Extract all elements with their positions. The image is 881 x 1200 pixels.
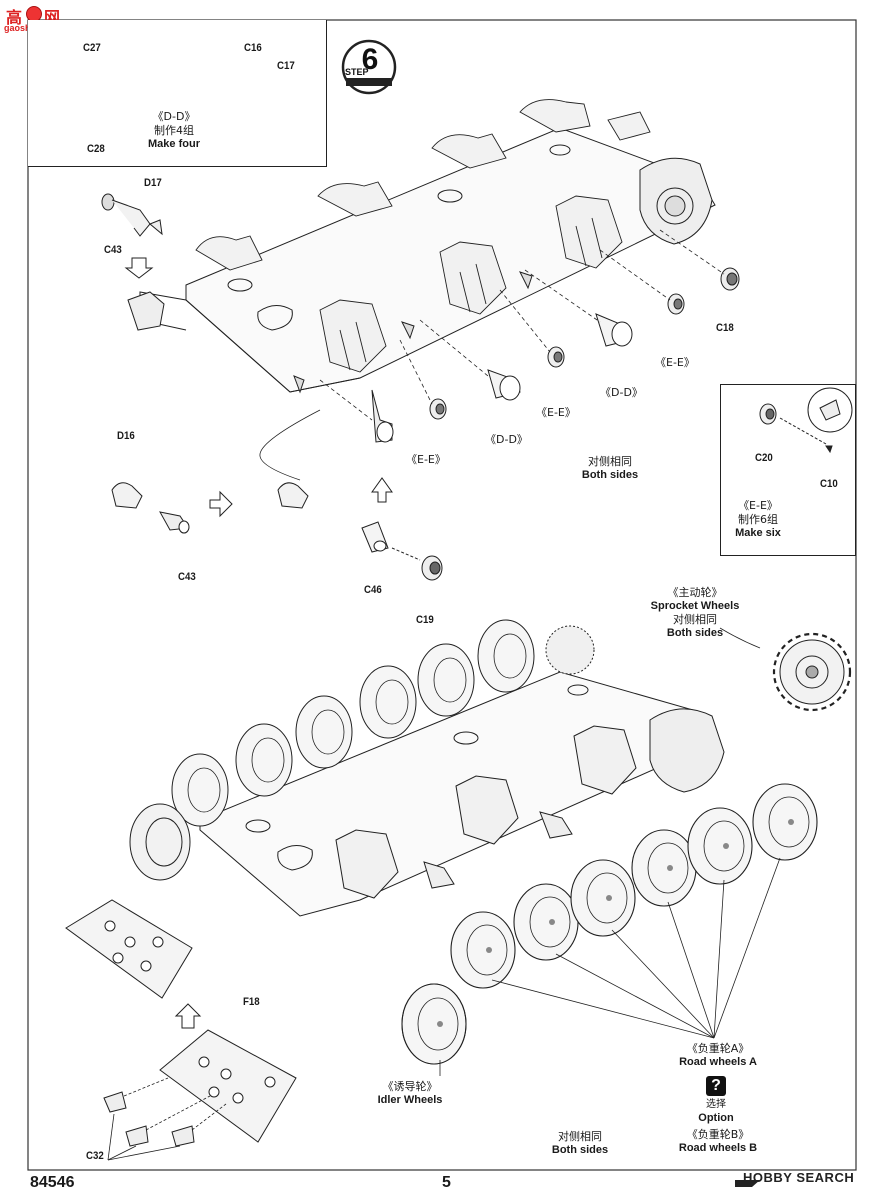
inset-ee-caption: 《E-E》 制作6组 Make six (720, 499, 796, 540)
sprocket-section: 《主动轮》 (667, 586, 723, 599)
sprocket-cn: 对侧相同 (673, 613, 717, 626)
inset-ee-cn: 制作6组 (738, 513, 778, 526)
part-c10: C10 (820, 478, 838, 490)
inset-dd-section: 《D-D》 (152, 110, 196, 123)
both-sides-lower-en: Both sides (551, 1144, 609, 1156)
step-number: 6 (361, 43, 379, 76)
part-c18: C18 (716, 322, 734, 334)
page-number: 5 (442, 1174, 451, 1191)
step-badge (341, 39, 397, 95)
road-a-section: 《负重轮A》 (686, 1042, 750, 1055)
road-wheels-a-caption: 《负重轮A》 Road wheels A (668, 1042, 768, 1069)
watermark-cn: 高 (6, 8, 23, 27)
upper-hull-drawing (101, 99, 740, 581)
part-c17: C17 (277, 60, 295, 72)
inset-dd-en: Make four (148, 138, 200, 150)
option-cn: 选择 (706, 1099, 726, 1110)
both-sides-upper-en: Both sides (581, 469, 639, 481)
ref-ee-2: 《E-E》 (536, 406, 576, 419)
part-d17: D17 (144, 177, 162, 189)
part-c46: C46 (364, 584, 382, 596)
part-c43-top: C43 (104, 244, 122, 256)
part-f18: F18 (243, 996, 260, 1008)
both-sides-upper: 对侧相同 Both sides (570, 455, 650, 482)
inset-dd-caption: 《D-D》 制作4组 Make four (124, 110, 224, 151)
inset-ee-drawing (759, 387, 853, 454)
part-d16: D16 (117, 430, 135, 442)
ref-dd-2: 《D-D》 (600, 386, 643, 399)
ref-ee-3: 《E-E》 (655, 356, 695, 369)
option-icon: ? (706, 1076, 726, 1096)
both-sides-lower: 对侧相同 Both sides (540, 1130, 620, 1157)
inset-dd-cn: 制作4组 (154, 124, 194, 137)
road-b-en: Road wheels B (678, 1142, 758, 1154)
idler-section: 《诱导轮》 (382, 1080, 438, 1093)
sprocket-caption: 《主动轮》 Sprocket Wheels 对侧相同 Both sides (645, 586, 745, 640)
inset-ee-section: 《E-E》 (738, 499, 778, 512)
step-badge-label: 6 STEP (343, 41, 395, 93)
part-c32: C32 (86, 1150, 104, 1162)
hobby-search-text: HOBBY SEARCH (743, 1170, 855, 1185)
inset-ee-en: Make six (735, 527, 781, 539)
road-a-en: Road wheels A (679, 1056, 757, 1068)
product-code: 84546 (30, 1174, 75, 1191)
inset-dd-frame (28, 20, 327, 167)
part-c20: C20 (755, 452, 773, 464)
idler-caption: 《诱导轮》 Idler Wheels (360, 1080, 460, 1107)
both-sides-upper-cn: 对侧相同 (588, 455, 632, 468)
sprocket-en: Sprocket Wheels (650, 600, 740, 612)
part-c19: C19 (416, 614, 434, 626)
both-sides-lower-cn: 对侧相同 (558, 1130, 602, 1143)
road-wheels-b-caption: 《负重轮B》 Road wheels B (668, 1128, 768, 1155)
road-b-section: 《负重轮B》 (686, 1128, 750, 1141)
ref-ee-1: 《E-E》 (406, 453, 446, 466)
part-c28: C28 (87, 143, 105, 155)
sprocket-en2: Both sides (666, 627, 724, 639)
part-c43-mid: C43 (178, 571, 196, 583)
idler-en: Idler Wheels (377, 1094, 443, 1106)
part-c16: C16 (244, 42, 262, 54)
option-caption: 选择 Option (676, 1098, 756, 1125)
step-word: STEP (345, 67, 369, 77)
lower-hull-drawing (65, 619, 852, 1161)
option-en: Option (698, 1112, 734, 1124)
part-c27: C27 (83, 42, 101, 54)
ref-dd-1: 《D-D》 (485, 433, 528, 446)
inset-ee-frame (720, 384, 856, 556)
